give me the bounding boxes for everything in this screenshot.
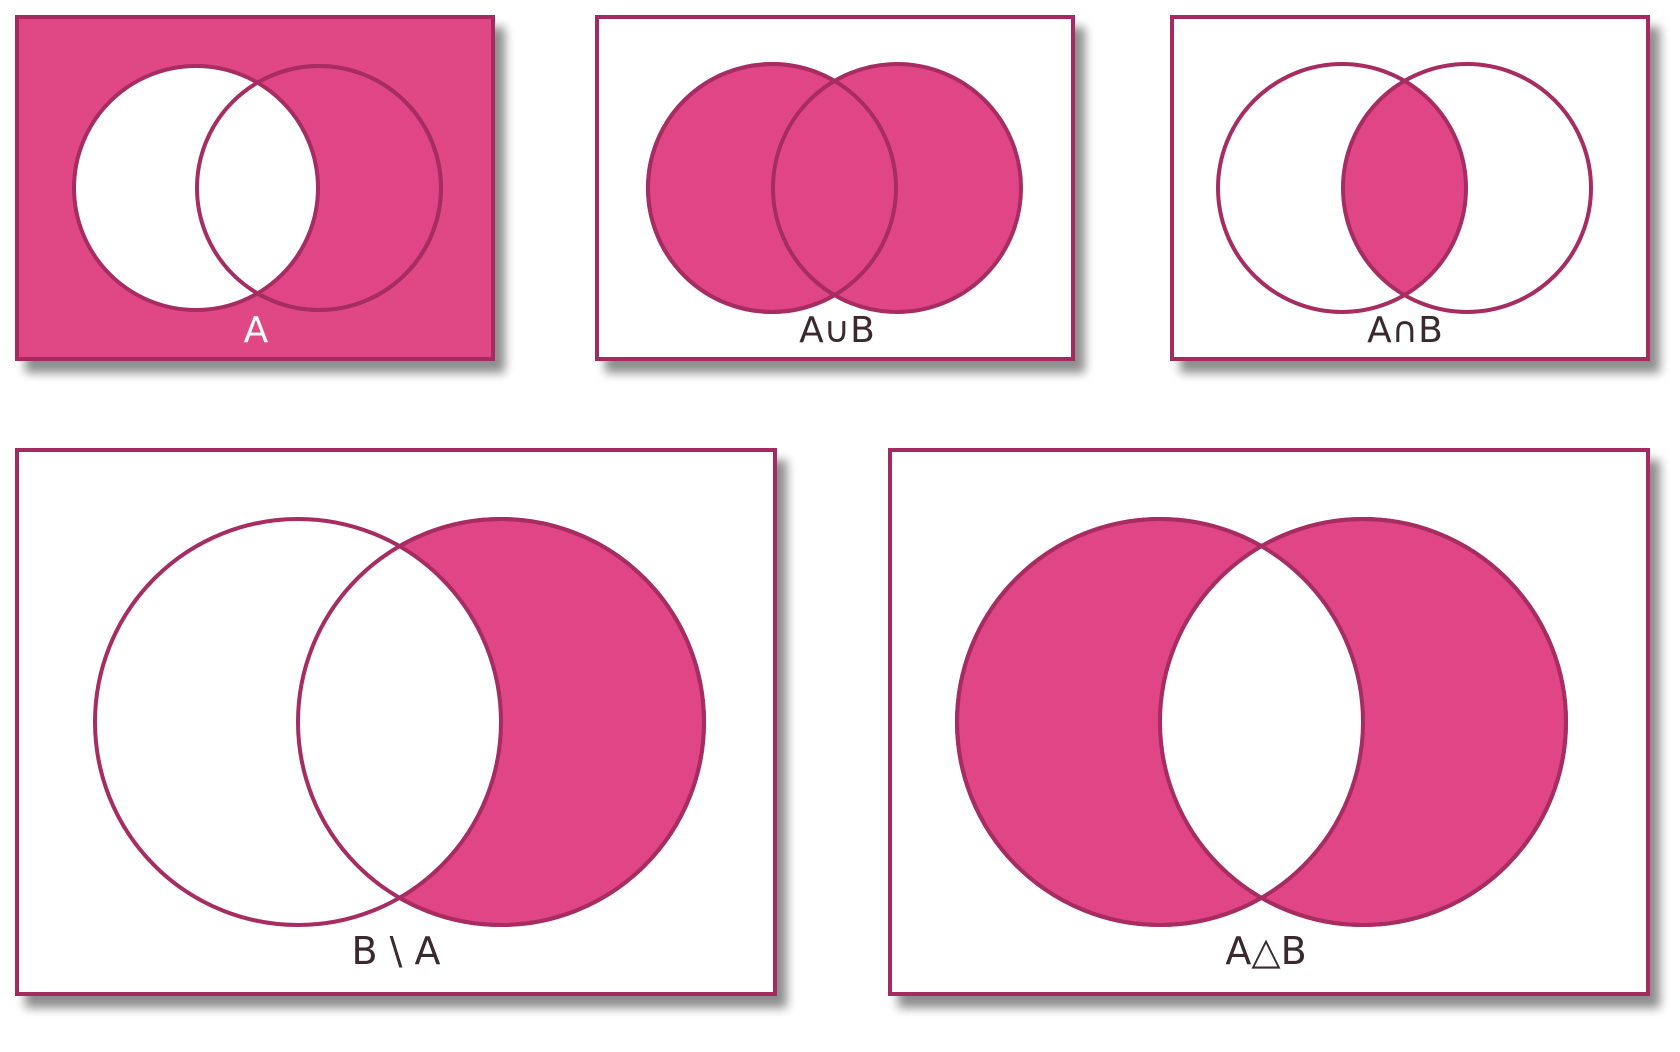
panel-complement-a: A <box>15 15 495 361</box>
panel-label: A∩B <box>1367 310 1443 351</box>
set-a-outline <box>955 517 1365 927</box>
set-a-outline <box>646 62 898 314</box>
set-b-outline <box>296 517 706 927</box>
panel-difference-b-minus-a: B \ A <box>15 448 777 996</box>
panel-symmetric-difference: A△B <box>888 448 1650 996</box>
panel-intersection: A∩B <box>1170 15 1650 361</box>
intersection-region <box>1160 519 1363 925</box>
set-b-outline <box>1158 517 1568 927</box>
set-b-circle <box>1341 62 1593 314</box>
set-a-circle <box>1216 62 1468 314</box>
intersection-region <box>1343 64 1466 312</box>
set-b-outline <box>195 64 443 312</box>
panel-label: B \ A <box>351 929 440 973</box>
panel-label: A∪B <box>799 310 875 351</box>
panel-label: A <box>244 310 269 351</box>
panel-union: A∪B <box>595 15 1075 361</box>
panel-label: A△B <box>1225 929 1306 973</box>
